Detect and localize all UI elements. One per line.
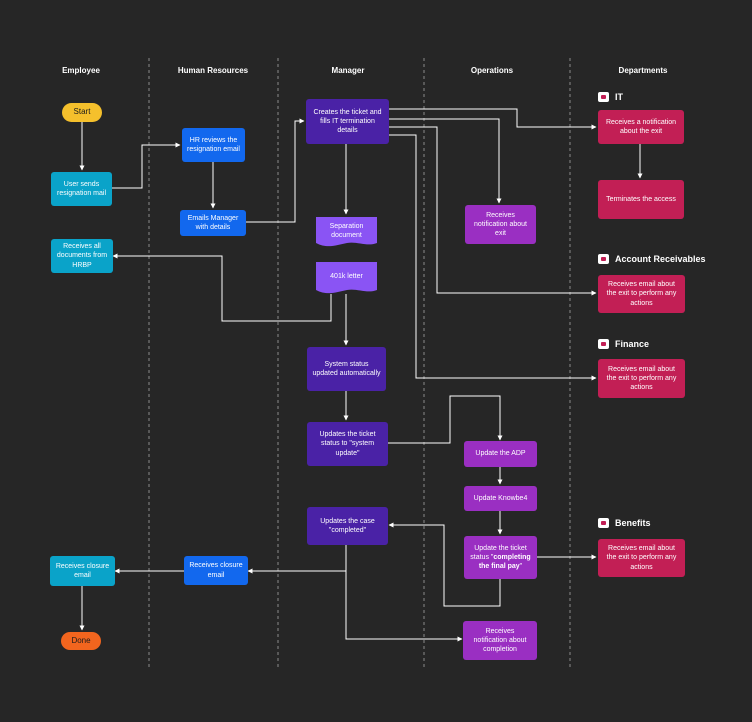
wallet-icon: [598, 339, 609, 349]
hr-reviews-node[interactable]: HR reviews the resignation email: [182, 128, 245, 162]
user-sends-resignation-node[interactable]: User sends resignation mail: [51, 172, 112, 206]
lane-header-employee: Employee: [62, 66, 100, 75]
finance-receives-email-node[interactable]: Receives email about the exit to perform…: [598, 359, 685, 398]
department-label: Account Receivables: [615, 254, 706, 264]
ar-receives-email-node[interactable]: Receives email about the exit to perform…: [598, 275, 685, 313]
system-status-updated-node[interactable]: System status updated automatically: [307, 347, 386, 391]
update-adp-node[interactable]: Update the ADP: [464, 441, 537, 467]
it-terminates-access-node[interactable]: Terminates the access: [598, 180, 684, 219]
monitor-icon: [598, 92, 609, 102]
update-knowbe4-node[interactable]: Update Knowbe4: [464, 486, 537, 511]
updates-case-completed-node[interactable]: Updates the case "completed": [307, 507, 388, 545]
updates-ticket-system-update-node[interactable]: Updates the ticket status to "system upd…: [307, 422, 388, 466]
separation-document-node[interactable]: Separation document: [329, 222, 364, 239]
connector: [112, 253, 332, 322]
lane-header-human-resources: Human Resources: [177, 66, 249, 75]
connector: [246, 118, 305, 223]
connector: [345, 571, 463, 642]
final-pay-prefix: Update the ticket status ": [470, 544, 527, 561]
it-receives-notification-node[interactable]: Receives a notification about the exit: [598, 110, 684, 144]
department-label: Finance: [615, 339, 650, 349]
final-pay-emphasis: completing the final pay: [478, 553, 531, 571]
connector: [112, 142, 181, 189]
401k-letter-node[interactable]: 401k letter: [330, 273, 363, 281]
connector: [388, 522, 501, 607]
connector: [389, 126, 597, 296]
401k-letter-shape: [316, 262, 377, 294]
connector: [389, 118, 502, 204]
receives-documents-node[interactable]: Receives all documents from HRBP: [51, 239, 113, 273]
connector: [388, 395, 503, 444]
emails-manager-node[interactable]: Emails Manager with details: [180, 210, 246, 236]
final-pay-text: Update the ticket status "completing the…: [469, 544, 532, 571]
ops-receives-completion-node[interactable]: Receives notification about completion: [463, 621, 537, 660]
document-icon: [598, 518, 609, 528]
receipt-icon: [598, 254, 609, 264]
department-label: IT: [615, 92, 623, 102]
department-header-account-receivables: Account Receivables: [598, 254, 706, 264]
department-header-benefits: Benefits: [598, 518, 651, 528]
department-header-finance: Finance: [598, 339, 649, 349]
connector: [247, 545, 347, 574]
connector: [389, 108, 597, 130]
update-final-pay-node[interactable]: Update the ticket status "completing the…: [464, 536, 537, 579]
department-label: Benefits: [615, 518, 651, 528]
employee-receives-closure-node[interactable]: Receives closure email: [50, 556, 115, 586]
lane-header-departments: Departments: [618, 66, 668, 75]
lane-header-operations: Operations: [470, 66, 514, 75]
hr-receives-closure-node[interactable]: Receives closure email: [184, 556, 248, 585]
lane-header-manager: Manager: [331, 66, 365, 75]
department-header-it: IT: [598, 92, 623, 102]
start-node[interactable]: Start: [62, 103, 102, 122]
creates-ticket-node[interactable]: Creates the ticket and fills IT terminat…: [306, 99, 389, 144]
done-node[interactable]: Done: [61, 632, 101, 650]
ops-receives-exit-notification-node[interactable]: Receives notification about exit: [465, 205, 536, 244]
benefits-receives-email-node[interactable]: Receives email about the exit to perform…: [598, 539, 685, 577]
connector: [389, 134, 597, 381]
separation-document-shape: [316, 217, 377, 247]
final-pay-suffix: ": [519, 563, 523, 571]
